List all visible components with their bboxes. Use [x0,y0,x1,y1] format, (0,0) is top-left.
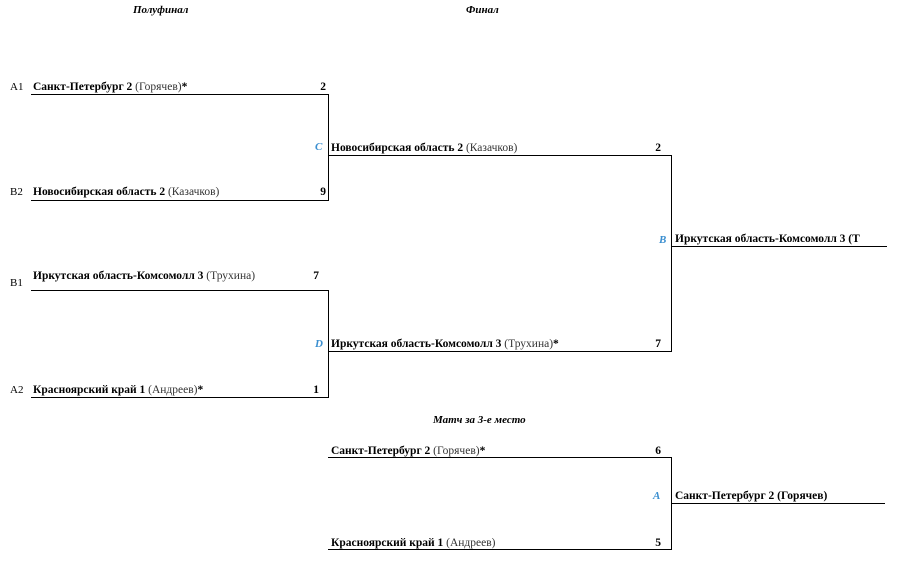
bracket-line [328,457,671,458]
seed-star: * [197,384,204,396]
bracket-line [328,351,671,352]
bracket-line [671,503,885,504]
bracket-connector [328,94,329,201]
match-id-label: D [315,338,323,350]
player-name: (Казачков) [463,142,518,154]
team-entry: Санкт-Петербург 2 (Горячев)* [33,80,187,94]
team-name: Красноярский край 1 [33,384,146,396]
semifinal-header: Полуфинал [133,4,189,16]
seed-label: B1 [10,277,23,289]
player-name: (Трухина) [501,338,554,350]
bracket-line [31,94,328,95]
team-entry: Новосибирская область 2 (Казачков) [33,185,219,199]
final-header: Финал [466,4,499,16]
score: 9 [320,186,326,198]
player-name: (Трухина) [203,270,256,282]
third-place-header: Матч за 3-е место [433,414,526,426]
player-name: (Горячев) [430,445,480,457]
bracket-line [31,397,328,398]
team-name: Новосибирская область 2 [33,186,166,198]
seed-star: * [181,81,188,93]
bracket-line [671,246,887,247]
score: 6 [655,445,661,457]
player-name: (Андреев) [145,384,198,396]
match-id-label: B [659,234,667,246]
team-entry: Красноярский край 1 (Андреев) [331,536,495,550]
bracket-connector [328,290,329,398]
score: 7 [655,338,661,350]
team-entry: Новосибирская область 2 (Казачков) [331,141,517,155]
seed-star: * [553,338,559,350]
score: 2 [655,142,661,154]
winner-entry: Санкт-Петербург 2 (Горячев) [675,489,827,503]
seed-label: A2 [10,384,24,396]
team-name: Иркутская область-Комсомолл 3 [33,270,204,282]
team-entry: Красноярский край 1 (Андреев)* [33,383,203,397]
team-name: Иркутская область-Комсомолл 3 [331,338,502,350]
match-id-label: A [653,490,661,502]
seed-label: A1 [10,81,24,93]
match-id-label: C [315,141,323,153]
team-name: Новосибирская область 2 [331,142,464,154]
bracket-line [328,549,671,550]
bracket-connector [671,155,672,352]
bracket-line [31,200,328,201]
team-entry: Иркутская область-Комсомолл 3 (Трухина)* [331,337,559,351]
bracket-line [31,290,328,291]
player-name: (Казачков) [165,186,220,198]
team-entry: Санкт-Петербург 2 (Горячев)* [331,444,485,458]
player-name: (Горячев) [132,81,182,93]
score: 7 [313,270,319,282]
team-entry: Иркутская область-Комсомолл 3 (Трухина) [33,269,255,283]
seed-star: * [479,445,486,457]
score: 2 [320,81,326,93]
winner-name: Санкт-Петербург 2 (Горячев) [675,490,828,502]
player-name: (Андреев) [443,537,496,549]
bracket-line [328,155,671,156]
team-name: Санкт-Петербург 2 [331,445,431,457]
score: 5 [655,537,661,549]
seed-label: B2 [10,186,23,198]
score: 1 [313,384,319,396]
winner-name: Иркутская область-Комсомолл 3 (Т [675,233,860,245]
team-name: Санкт-Петербург 2 [33,81,133,93]
winner-entry: Иркутская область-Комсомолл 3 (Т [675,232,887,246]
team-name: Красноярский край 1 [331,537,444,549]
